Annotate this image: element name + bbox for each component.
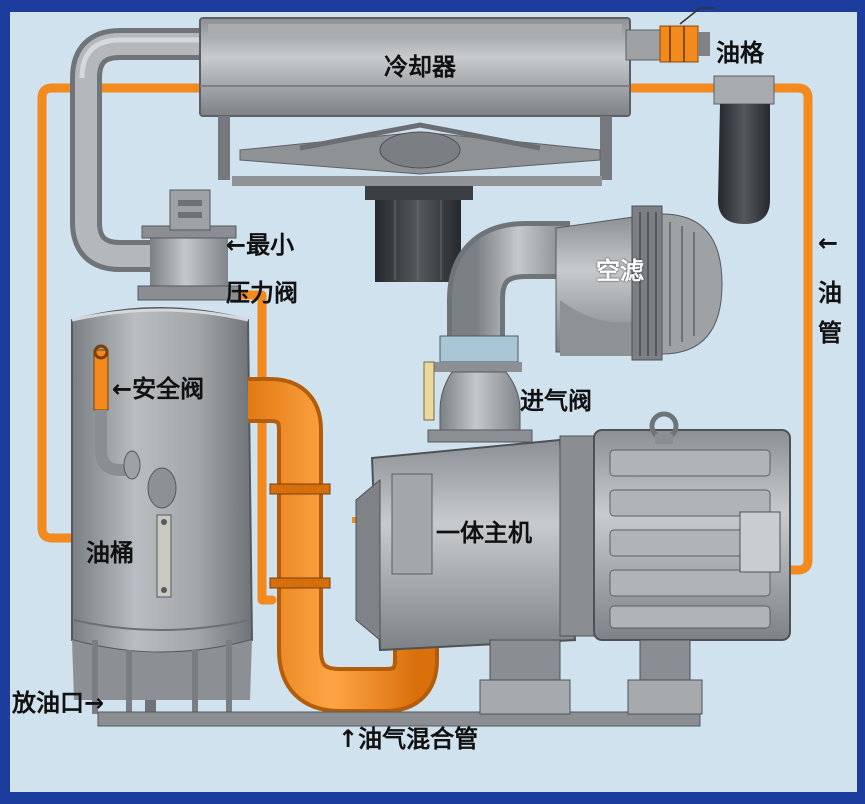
label-oil-filter: 油格 — [716, 39, 764, 67]
label-min-pressure-valve-2: 压力阀 — [226, 279, 298, 307]
label-cooler: 冷却器 — [384, 53, 456, 81]
label-min-pressure-valve-1: ←最小 — [226, 231, 295, 259]
label-oil-tank: 油桶 — [86, 539, 134, 567]
oil-tank — [71, 189, 254, 715]
cooler-return-pipe — [70, 28, 205, 272]
intake-valve — [423, 335, 533, 443]
oil-filter — [625, 7, 775, 224]
label-drain-port: 放油口→ — [12, 689, 105, 717]
main-unit — [355, 411, 791, 715]
label-oil-pipe-char-1: 油 — [818, 279, 842, 307]
label-oil-pipe-arrow: ← — [818, 229, 839, 257]
cooler — [199, 17, 631, 282]
label-safety-valve: ←安全阀 — [112, 375, 205, 403]
label-mixing-pipe: ↑油气混合管 — [338, 725, 479, 753]
label-main-unit: 一体主机 — [436, 519, 532, 547]
base-rail — [97, 711, 701, 727]
oil-pipe-lines — [37, 83, 813, 605]
air-filter — [447, 205, 723, 361]
label-air-filter: 空滤 — [596, 257, 644, 285]
label-oil-pipe-char-2: 管 — [818, 319, 842, 347]
label-intake-valve: 进气阀 — [520, 387, 592, 415]
